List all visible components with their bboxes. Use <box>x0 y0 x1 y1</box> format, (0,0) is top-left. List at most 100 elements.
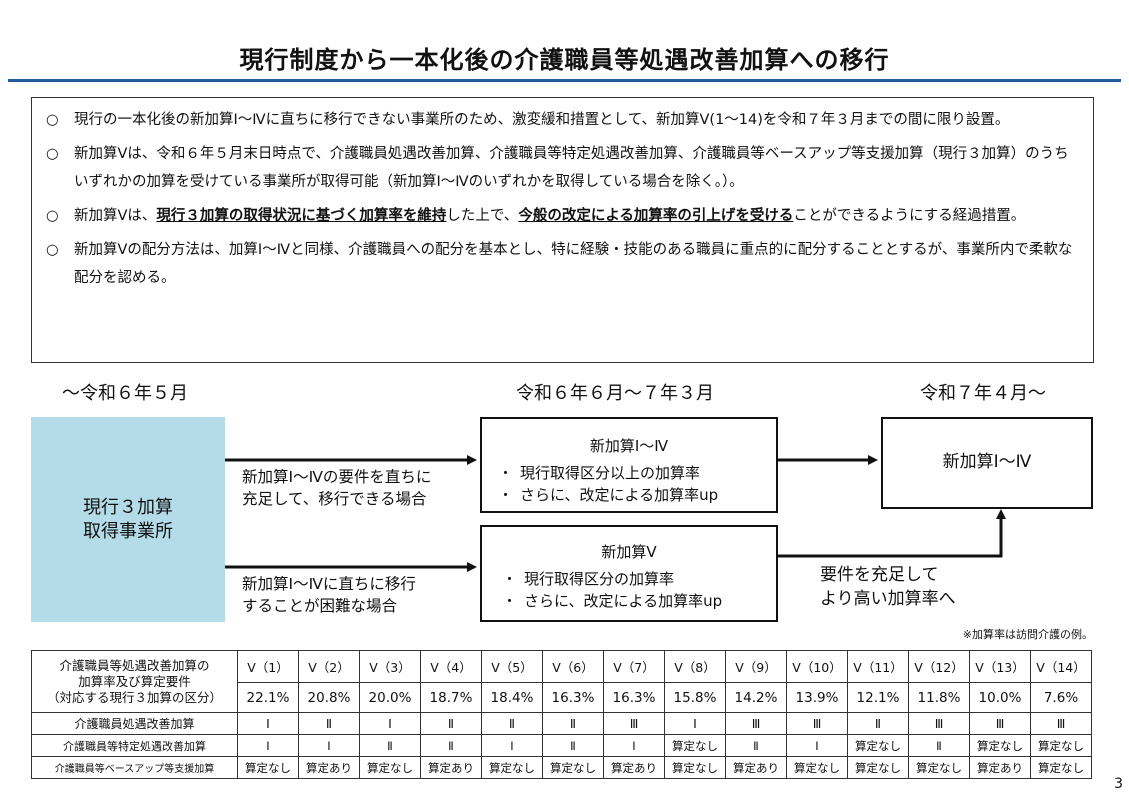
table-cell: 算定なし <box>664 756 726 779</box>
circle-bullet-icon: ○ <box>46 146 59 162</box>
bullet-item: ○ 新加算Ⅴは、令和６年５月末日時点で、介護職員処遇改善加算、介護職員等特定処遇… <box>46 140 1079 196</box>
footnote: ※加算率は訪問介護の例。 <box>962 628 1093 641</box>
table-cell: 算定なし <box>359 756 421 779</box>
column-header: Ⅴ（8） <box>664 650 726 683</box>
summary-box: ○ 現行の一本化後の新加算Ⅰ～Ⅳに直ちに移行できない事業所のため、激変緩和措置と… <box>31 97 1094 363</box>
table-cell: Ⅲ <box>969 712 1031 735</box>
table-cell: Ⅱ <box>359 734 421 757</box>
circle-bullet-icon: ○ <box>46 112 59 128</box>
box-list-text: 現行取得区分以上の加算率 <box>520 464 701 482</box>
table-cell: Ⅱ <box>542 734 604 757</box>
upper-arrow-label: 新加算Ⅰ～Ⅳの要件を直ちに 充足して、移行できる場合 <box>242 466 431 510</box>
table-cell: Ⅱ <box>298 712 360 735</box>
rate-cell: 14.2% <box>725 682 787 713</box>
table-cell: 算定なし <box>786 756 848 779</box>
highlight-text: 現行３加算の取得状況に基づく加算率を維持 <box>156 208 447 224</box>
highlight-text: 今般の改定による加算率の引上げを受ける <box>518 208 794 224</box>
column-header: Ⅴ（14） <box>1030 650 1092 683</box>
table-cell: 算定あり <box>603 756 665 779</box>
table-cell: 算定なし <box>969 734 1031 757</box>
bullet-text-part: した上で、 <box>446 208 519 224</box>
table-row: 介護職員処遇改善加算 Ⅰ Ⅱ Ⅰ Ⅱ Ⅱ Ⅱ Ⅲ Ⅰ Ⅲ Ⅲ Ⅱ Ⅲ Ⅲ Ⅲ <box>31 712 1092 735</box>
table-cell: Ⅰ <box>298 734 360 757</box>
arrow-label-line: 新加算Ⅰ～Ⅳに直ちに移行 <box>242 575 416 593</box>
box-list: ・現行取得区分以上の加算率 ・さらに、改定による加算率up <box>482 462 776 506</box>
column-header: Ⅴ（4） <box>420 650 482 683</box>
bullet-text: 新加算Ⅴは、令和６年５月末日時点で、介護職員処遇改善加算、介護職員等特定処遇改善… <box>74 146 1069 190</box>
box-list-item: ・現行取得区分以上の加算率 <box>498 462 776 484</box>
table-cell: 算定あり <box>420 756 482 779</box>
current-box-line: 現行３加算 <box>83 496 173 518</box>
table-cell: Ⅰ <box>664 712 726 735</box>
box-list-item: ・さらに、改定による加算率up <box>502 590 776 612</box>
column-header: Ⅴ（6） <box>542 650 604 683</box>
rate-cell: 20.8% <box>298 682 360 713</box>
table-cell: 算定なし <box>542 756 604 779</box>
column-header: Ⅴ（10） <box>786 650 848 683</box>
column-header: Ⅴ（13） <box>969 650 1031 683</box>
period-label-before: ～令和６年５月 <box>62 383 188 404</box>
table-cell: 算定なし <box>1030 756 1092 779</box>
dot-bullet-icon: ・ <box>502 592 518 610</box>
rate-cell: 16.3% <box>542 682 604 713</box>
rate-cell: 12.1% <box>847 682 909 713</box>
column-header: Ⅴ（7） <box>603 650 665 683</box>
table-header-line: 介護職員等処遇改善加算の <box>59 657 210 673</box>
page-title: 現行制度から一本化後の介護職員等処遇改善加算への移行 <box>239 46 890 74</box>
arrow-label-line: 新加算Ⅰ～Ⅳの要件を直ちに <box>242 468 432 486</box>
table-cell: Ⅲ <box>1030 712 1092 735</box>
bullet-text-part: 新加算Ⅴは、 <box>74 208 157 224</box>
table-cell: Ⅱ <box>420 734 482 757</box>
column-header: Ⅴ（1） <box>237 650 299 683</box>
final-addition-box: 新加算Ⅰ～Ⅳ <box>881 417 1093 509</box>
dot-bullet-icon: ・ <box>502 570 518 588</box>
circle-bullet-icon: ○ <box>46 208 59 224</box>
table-cell: 算定あり <box>725 756 787 779</box>
period-label-after: 令和７年４月～ <box>920 383 1046 404</box>
current-business-box: 現行３加算 取得事業所 <box>31 417 225 622</box>
table-cell: 算定なし <box>1030 734 1092 757</box>
table-row-header: 介護職員等処遇改善加算の 加算率及び算定要件 （対応する現行３加算の区分） <box>31 650 238 713</box>
table-cell: 算定なし <box>237 756 299 779</box>
rate-cell: 10.0% <box>969 682 1031 713</box>
period-label-transition: 令和６年６月～７年３月 <box>516 383 714 404</box>
final-box-title: 新加算Ⅰ～Ⅳ <box>942 452 1032 472</box>
table-cell: Ⅲ <box>603 712 665 735</box>
bullet-text: 現行の一本化後の新加算Ⅰ～Ⅳに直ちに移行できない事業所のため、激変緩和措置として… <box>74 112 1010 128</box>
rate-cell: 16.3% <box>603 682 665 713</box>
rate-cell: 11.8% <box>908 682 970 713</box>
upgrade-arrow-label: 要件を充足して より高い加算率へ <box>820 563 956 611</box>
box-list-text: 現行取得区分の加算率 <box>524 570 675 588</box>
box-title: 新加算Ⅰ～Ⅳ <box>589 437 669 455</box>
page-number: 3 <box>1114 776 1123 792</box>
rate-cell: 15.8% <box>664 682 726 713</box>
table-cell: 算定あり <box>969 756 1031 779</box>
bullet-text-part: ことができるようにする経過措置。 <box>793 208 1026 224</box>
column-header: Ⅴ（11） <box>847 650 909 683</box>
rate-cell: 18.4% <box>481 682 543 713</box>
column-header: Ⅴ（2） <box>298 650 360 683</box>
table-cell: Ⅰ <box>237 734 299 757</box>
rate-cell: 18.7% <box>420 682 482 713</box>
rate-cell: 20.0% <box>359 682 421 713</box>
table-cell: Ⅰ <box>786 734 848 757</box>
table-row: 介護職員等処遇改善加算の 加算率及び算定要件 （対応する現行３加算の区分） Ⅴ（… <box>31 650 1092 713</box>
table-header-line: （対応する現行３加算の区分） <box>46 689 222 705</box>
table-cell: Ⅰ <box>359 712 421 735</box>
bullet-text: 新加算Ⅴは、現行３加算の取得状況に基づく加算率を維持した上で、今般の改定による加… <box>74 202 1079 230</box>
table-cell: Ⅰ <box>481 734 543 757</box>
table-cell: Ⅰ <box>603 734 665 757</box>
box-list-item: ・現行取得区分の加算率 <box>502 568 776 590</box>
box-list-text: さらに、改定による加算率up <box>520 486 719 504</box>
column-header: Ⅴ（9） <box>725 650 787 683</box>
table-cell: Ⅱ <box>542 712 604 735</box>
title-divider <box>8 79 1121 82</box>
column-header: Ⅴ（3） <box>359 650 421 683</box>
rate-cell: 22.1% <box>237 682 299 713</box>
box-list: ・現行取得区分の加算率 ・さらに、改定による加算率up <box>482 568 776 612</box>
table-cell: Ⅲ <box>725 712 787 735</box>
table-header-line: 加算率及び算定要件 <box>78 673 191 689</box>
table-cell: Ⅱ <box>481 712 543 735</box>
new-addition-5-box: 新加算Ⅴ ・現行取得区分の加算率 ・さらに、改定による加算率up <box>480 525 778 622</box>
box-list-item: ・さらに、改定による加算率up <box>498 484 776 506</box>
